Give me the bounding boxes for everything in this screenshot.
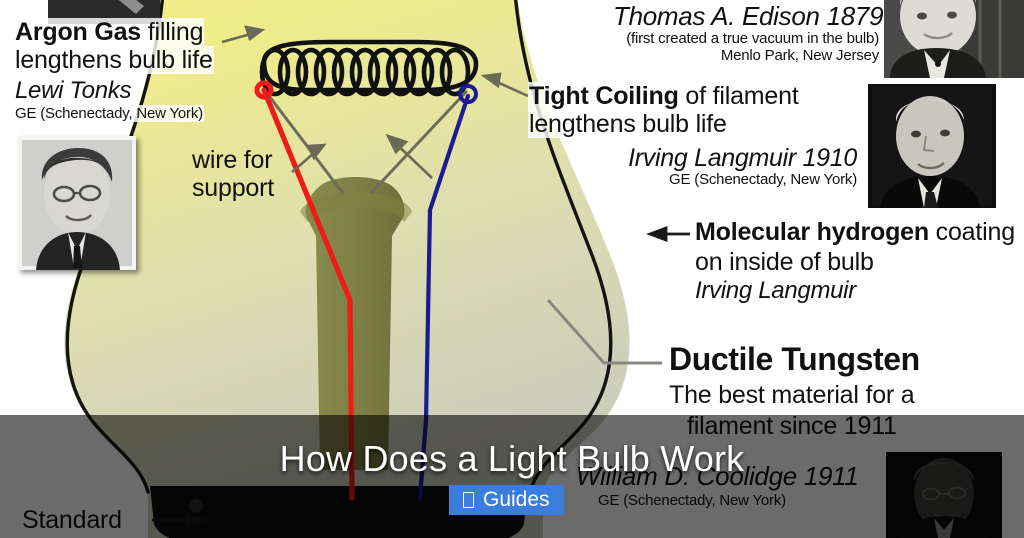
- guides-badge[interactable]: Guides: [449, 485, 564, 515]
- video-title: How Does a Light Bulb Work: [279, 438, 745, 479]
- argon-affiliation-label: GE (Schenectady, New York): [14, 104, 204, 122]
- coiling-line2-label: lengthens bulb life: [528, 110, 728, 138]
- hydrogen-bold-label: Molecular hydrogen: [695, 218, 929, 246]
- coiling-affiliation-label: GE (Schenectady, New York): [668, 171, 858, 188]
- annotation-ductile-tungsten: Ductile Tungsten The best material for a…: [668, 341, 921, 440]
- hydrogen-rest-label: coating: [928, 218, 1015, 246]
- argon-bold-label: Argon Gas: [15, 18, 141, 46]
- edison-note-label: (first created a true vacuum in the bulb…: [625, 30, 880, 48]
- annotation-tight-coiling: Tight Coiling of filament lengthens bulb…: [528, 82, 858, 189]
- edison-person-label: Thomas A. Edison 1879: [612, 1, 885, 31]
- tungsten-line2-label: The best material for a: [668, 380, 916, 409]
- annotation-argon-gas: Argon Gas filling lengthens bulb life Le…: [14, 18, 214, 123]
- wire-line1-label: wire for: [192, 146, 273, 174]
- hydrogen-arrow: [646, 225, 690, 243]
- argon-line2-label: lengthens bulb life: [14, 46, 214, 74]
- tungsten-leader-line: [546, 299, 662, 365]
- support-wires: [264, 90, 468, 194]
- photo-thomas-edison: [884, 0, 1024, 78]
- coiling-rest-label: of filament: [678, 82, 799, 110]
- annotation-edison: Thomas A. Edison 1879 (first created a t…: [612, 1, 885, 65]
- photo-lewi-tonks: [18, 136, 136, 270]
- annotation-molecular-hydrogen: Molecular hydrogen coating on inside of …: [694, 218, 1016, 305]
- coiling-person-label: Irving Langmuir 1910: [627, 144, 858, 172]
- tungsten-title-label: Ductile Tungsten: [668, 341, 921, 377]
- guides-badge-label: Guides: [483, 488, 550, 511]
- tofu-box-glyph-icon: [463, 492, 474, 508]
- hydrogen-person-label: Irving Langmuir: [694, 277, 857, 304]
- filament-coil: [259, 39, 479, 97]
- annotation-wire-for-support: wire for support: [192, 146, 274, 202]
- coiling-bold-label: Tight Coiling: [529, 82, 679, 110]
- video-overlay-scrim: [0, 415, 1024, 538]
- argon-person-label: Lewi Tonks: [14, 77, 133, 104]
- edison-location-label: Menlo Park, New Jersey: [719, 46, 880, 64]
- photo-irving-langmuir: [868, 84, 996, 208]
- hydrogen-line2-label: on inside of bulb: [694, 248, 875, 276]
- wire-line2-label: support: [192, 174, 274, 202]
- pointer-arrows: [221, 25, 529, 179]
- argon-rest-label: filling: [141, 18, 204, 46]
